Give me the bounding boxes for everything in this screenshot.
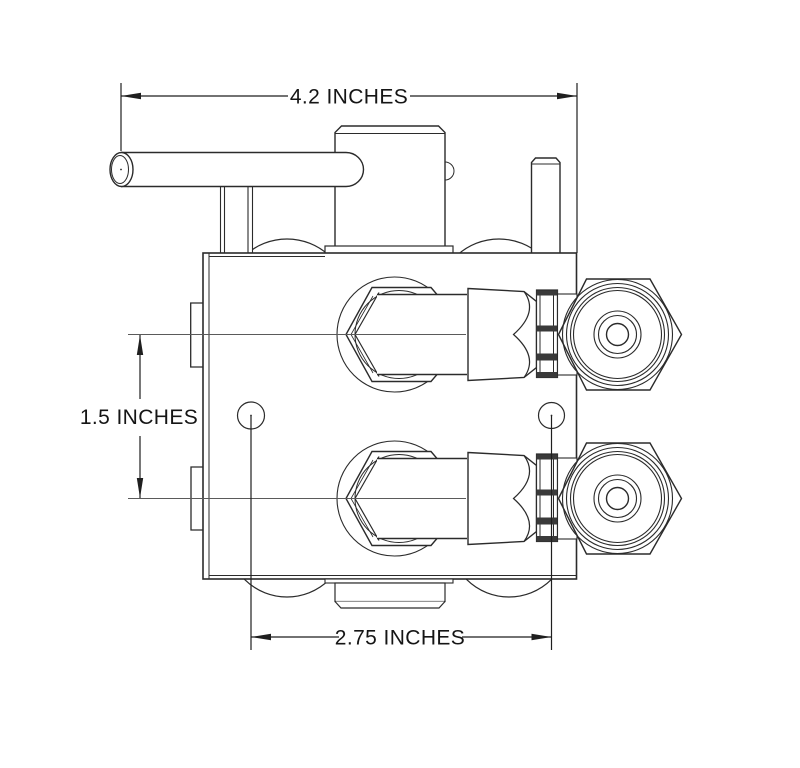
arrowhead-left [251, 633, 271, 641]
arrowhead-left [121, 92, 141, 100]
plug-chamfer [334, 601, 446, 609]
handle [109, 151, 365, 188]
arrowhead-up [136, 335, 144, 355]
handle-bar [121, 151, 365, 188]
fitting-cone-chevron-inner [350, 295, 374, 374]
knurled-ring [535, 453, 559, 543]
handle-stem-left [219, 185, 226, 254]
handle-end-cap-inner [111, 155, 129, 184]
fitting-cone-chevron-inner [350, 459, 374, 538]
actuator-tower [334, 125, 455, 247]
plug-body [334, 582, 446, 603]
centerlines [128, 334, 466, 499]
dim-label-port-spacing: 1.5 INCHES [80, 406, 198, 429]
dim-label-hole-spacing: 2.75 INCHES [335, 627, 465, 650]
arrowhead-down [136, 478, 144, 498]
handle-stems [219, 185, 254, 254]
dim-label-overall-width: 4.2 INCHES [290, 86, 408, 109]
tower-pivot-bump [444, 161, 455, 181]
compression-nut [467, 287, 538, 382]
mounting-post [530, 157, 561, 253]
post-body [530, 157, 561, 253]
valve-center-hole [605, 322, 630, 347]
tower-body [334, 125, 446, 247]
hex-valve-bottom [557, 442, 683, 555]
valve-hex-outline [557, 442, 683, 555]
hole-center-mark-left [250, 414, 252, 417]
valve-center-hole [605, 486, 630, 511]
bottom-plug [324, 578, 454, 609]
knurled-ring [535, 289, 559, 379]
fitting-cone-chevron [354, 456, 380, 541]
dimension-overall-width: 4.2 INCHES [120, 83, 578, 253]
hex-valve-top [557, 278, 683, 391]
dimension-hole-spacing: 2.75 INCHES [250, 416, 553, 650]
arrowhead-right [557, 92, 577, 100]
compression-nut [467, 451, 538, 546]
handle-stem-right [247, 185, 254, 254]
dimension-port-spacing: 1.5 INCHES [80, 335, 198, 498]
valve-hex-outline [557, 278, 683, 391]
fitting-cone-chevron [354, 292, 380, 377]
handle-center-mark [120, 168, 122, 171]
hole-center-mark-right [550, 414, 553, 417]
arrowhead-right [531, 633, 552, 641]
